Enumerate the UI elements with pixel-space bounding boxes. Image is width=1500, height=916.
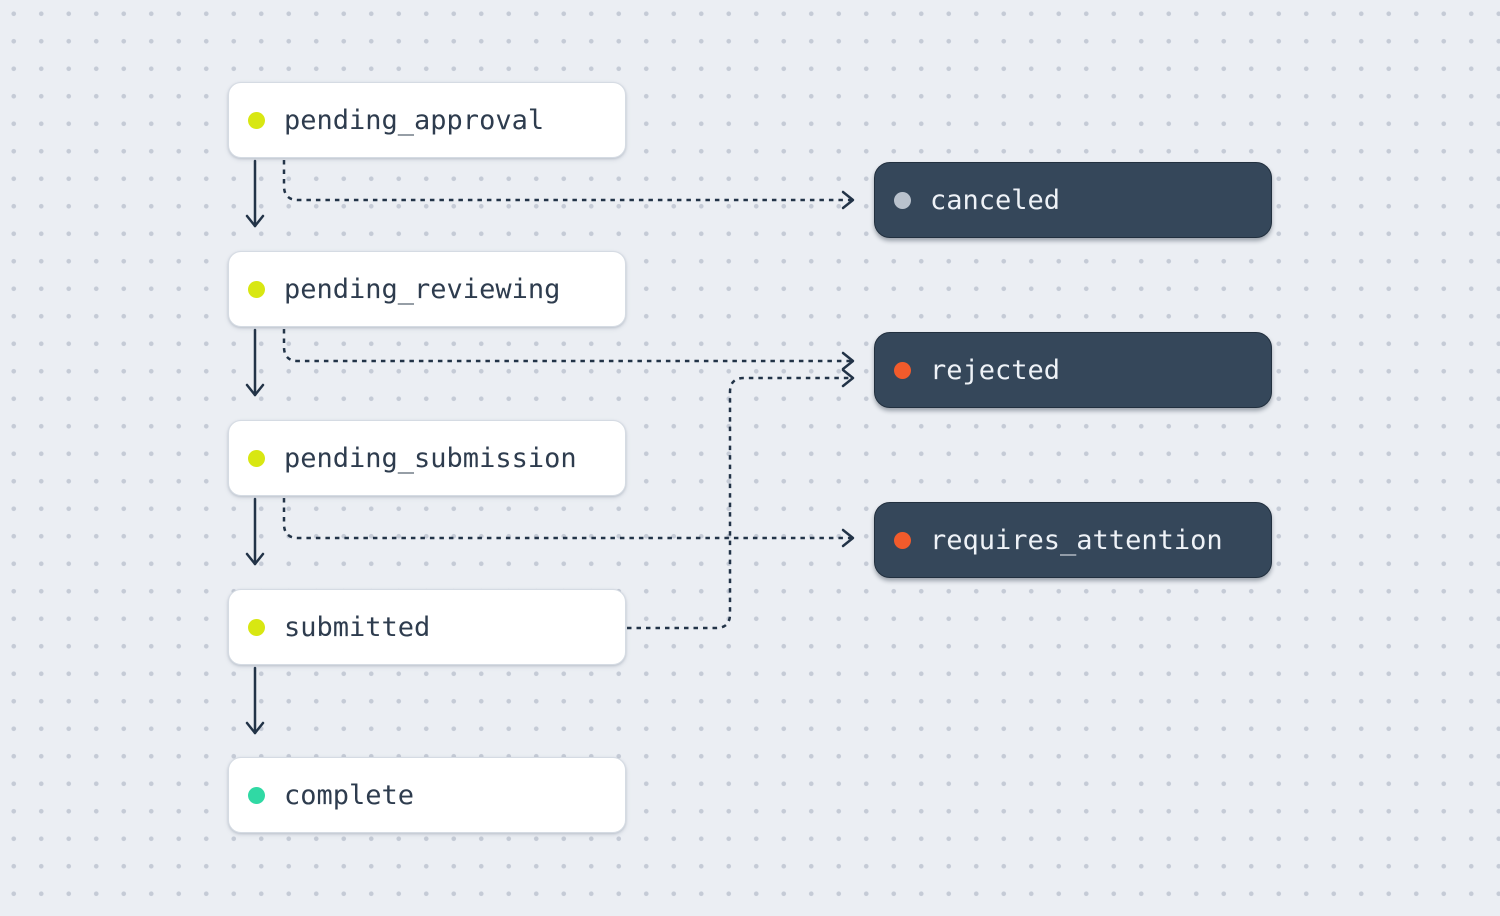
state-node-canceled[interactable]: canceled: [874, 162, 1272, 238]
status-dot-success: [248, 786, 265, 804]
state-label: pending_approval: [284, 104, 545, 136]
arrow-submitted-to-rejected: [627, 368, 855, 630]
state-node-complete[interactable]: complete: [228, 757, 626, 833]
status-dot-error: [894, 531, 911, 549]
state-label: complete: [284, 779, 415, 811]
state-label: rejected: [930, 354, 1061, 386]
status-dot-neutral: [894, 191, 911, 209]
state-label: pending_submission: [284, 442, 577, 474]
state-node-requires-attention[interactable]: requires_attention: [874, 502, 1272, 578]
status-dot-pending: [248, 111, 265, 129]
status-dot-pending: [248, 618, 265, 636]
status-dot-pending: [248, 280, 265, 298]
state-node-submitted[interactable]: submitted: [228, 589, 626, 665]
arrow-pending-reviewing-to-rejected: [282, 329, 855, 371]
state-label: requires_attention: [930, 524, 1223, 556]
arrow-pending-approval-to-canceled: [282, 160, 855, 210]
state-node-pending-approval[interactable]: pending_approval: [228, 82, 626, 158]
state-node-rejected[interactable]: rejected: [874, 332, 1272, 408]
status-dot-pending: [248, 449, 265, 467]
state-label: pending_reviewing: [284, 273, 561, 305]
status-dot-error: [894, 361, 911, 379]
state-label: submitted: [284, 611, 431, 643]
arrow-pending-submission-to-requires-attention: [282, 498, 855, 548]
state-label: canceled: [930, 184, 1061, 216]
state-node-pending-reviewing[interactable]: pending_reviewing: [228, 251, 626, 327]
state-node-pending-submission[interactable]: pending_submission: [228, 420, 626, 496]
